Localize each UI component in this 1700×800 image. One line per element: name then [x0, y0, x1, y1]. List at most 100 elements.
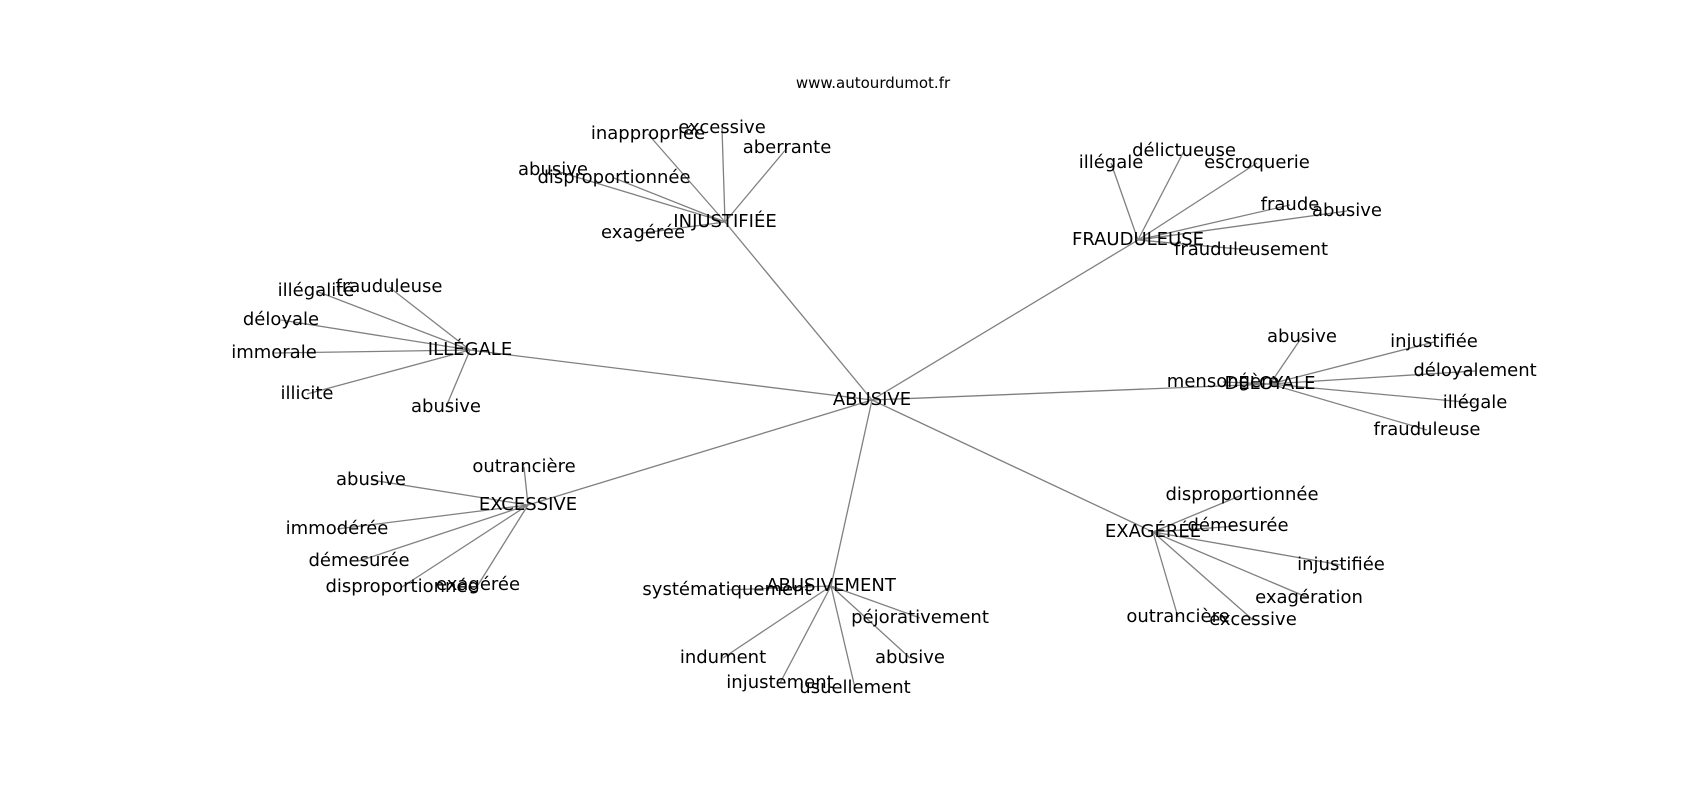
edge-frauduleuse-3 — [1137, 204, 1291, 241]
graph-labels: inappropriéeexcessiveaberranteabusivedis… — [231, 117, 1536, 698]
edge-illegale-1 — [388, 286, 471, 351]
edge-excessive-0 — [523, 466, 529, 506]
hub-word-exageree[interactable]: EXAGÉRÉE — [1105, 520, 1201, 542]
hub-word-deloyale[interactable]: DÉLOYALE — [1224, 372, 1315, 394]
leaf-word[interactable]: disproportionnée — [325, 576, 478, 597]
leaf-word[interactable]: péjorativement — [851, 607, 989, 628]
edge-center-illegale — [469, 349, 873, 401]
leaf-word[interactable]: immorale — [231, 342, 317, 363]
leaf-word[interactable]: indument — [680, 647, 766, 668]
edge-exageree-0 — [1152, 494, 1243, 533]
edge-illegale-2 — [280, 319, 471, 351]
leaf-word[interactable]: disproportionnée — [537, 167, 690, 188]
leaf-word[interactable]: mensongère — [1167, 371, 1279, 392]
edge-exageree-2 — [1152, 531, 1342, 566]
edge-injustifiee-3 — [552, 169, 726, 223]
edge-excessive-5 — [477, 504, 529, 586]
edge-frauduleuse-5 — [1137, 239, 1252, 251]
leaf-word[interactable]: frauduleusement — [1174, 239, 1328, 260]
edge-center-excessive — [527, 399, 873, 506]
edge-abusivement-1 — [830, 585, 921, 619]
leaf-word[interactable]: illégale — [1079, 152, 1144, 173]
edge-abusivement-5 — [830, 585, 856, 689]
leaf-word[interactable]: exagération — [1255, 587, 1363, 608]
edge-excessive-1 — [370, 479, 529, 506]
leaf-word[interactable]: disproportionnée — [1165, 484, 1318, 505]
leaf-word[interactable]: injustement — [726, 672, 833, 693]
edge-injustifiee-0 — [647, 133, 726, 223]
edge-illegale-4 — [306, 349, 471, 395]
hub-word-injustifiee[interactable]: INJUSTIFIÉE — [673, 210, 776, 232]
hub-word-excessive[interactable]: EXCESSIVE — [479, 494, 577, 515]
leaf-word[interactable]: illégalité — [278, 280, 355, 301]
hub-word-illegale[interactable]: ILLÉGALE — [428, 338, 512, 360]
leaf-word[interactable]: frauduleuse — [1374, 419, 1481, 440]
leaf-word[interactable]: inappropriée — [591, 123, 705, 144]
edge-deloyale-3 — [1269, 370, 1476, 385]
leaf-word[interactable]: systématiquement — [642, 579, 811, 600]
leaf-word[interactable]: outrancière — [1126, 606, 1229, 627]
leaf-word[interactable]: excessive — [1209, 609, 1297, 630]
edge-frauduleuse-2 — [1137, 162, 1258, 241]
edge-center-abusivement — [830, 399, 873, 587]
edge-excessive-3 — [358, 504, 529, 562]
edge-abusivement-0 — [726, 585, 832, 591]
edge-deloyale-5 — [1269, 383, 1428, 431]
edge-abusivement-3 — [830, 585, 911, 659]
leaf-word[interactable]: usuellement — [799, 677, 910, 698]
center-word[interactable]: ABUSIVE — [833, 389, 911, 410]
edge-center-exageree — [871, 399, 1154, 533]
leaf-word[interactable]: escroquerie — [1204, 152, 1310, 173]
edge-exageree-3 — [1152, 531, 1310, 599]
edge-excessive-4 — [401, 504, 529, 588]
edge-center-frauduleuse — [871, 239, 1139, 401]
hub-word-frauduleuse[interactable]: FRAUDULEUSE — [1072, 229, 1204, 250]
edge-deloyale-1 — [1269, 341, 1435, 385]
leaf-word[interactable]: déloyale — [243, 309, 319, 330]
leaf-word[interactable]: abusive — [518, 159, 588, 180]
edge-deloyale-2 — [1222, 381, 1271, 385]
leaf-word[interactable]: frauduleuse — [336, 276, 443, 297]
edge-injustifiee-1 — [721, 127, 726, 223]
leaf-word[interactable]: délictueuse — [1132, 140, 1236, 161]
edge-illegale-0 — [315, 290, 471, 351]
leaf-word[interactable]: démesurée — [308, 550, 409, 571]
leaf-word[interactable]: excessive — [678, 117, 766, 138]
edge-abusivement-4 — [779, 585, 832, 684]
edge-frauduleuse-0 — [1110, 162, 1139, 241]
edge-center-injustifiee — [724, 221, 873, 401]
leaf-word[interactable]: illicite — [280, 383, 333, 404]
edge-injustifiee-2 — [724, 147, 788, 223]
leaf-word[interactable]: démesurée — [1187, 515, 1288, 536]
leaf-word[interactable]: abusive — [336, 469, 406, 490]
leaf-word[interactable]: abusive — [875, 647, 945, 668]
edge-illegale-3 — [273, 349, 471, 354]
leaf-word[interactable]: immodérée — [286, 518, 389, 539]
leaf-word[interactable]: injustifiée — [1297, 554, 1385, 575]
graph-edges — [273, 127, 1476, 689]
edge-center-deloyale — [871, 383, 1271, 401]
leaf-word[interactable]: abusive — [1267, 326, 1337, 347]
leaf-word[interactable]: outrancière — [472, 456, 575, 477]
leaf-word[interactable]: aberrante — [743, 137, 832, 158]
edge-injustifiee-4 — [613, 177, 726, 223]
leaf-word[interactable]: abusive — [411, 396, 481, 417]
leaf-word[interactable]: déloyalement — [1413, 360, 1536, 381]
leaf-word[interactable]: injustifiée — [1390, 331, 1478, 352]
edge-injustifiee-5 — [642, 221, 726, 234]
edge-excessive-2 — [336, 504, 529, 530]
leaf-word[interactable]: abusive — [1312, 200, 1382, 221]
edge-deloyale-0 — [1269, 336, 1303, 385]
leaf-word[interactable]: exagérée — [436, 574, 520, 595]
leaf-word[interactable]: fraude — [1261, 194, 1320, 215]
hub-word-abusivement[interactable]: ABUSIVEMENT — [766, 575, 897, 596]
edge-illegale-5 — [445, 349, 471, 408]
edge-exageree-4 — [1152, 531, 1179, 618]
leaf-word[interactable]: exagérée — [601, 222, 685, 243]
edge-exageree-5 — [1152, 531, 1254, 621]
edge-frauduleuse-1 — [1137, 150, 1185, 241]
edge-deloyale-4 — [1269, 383, 1476, 404]
leaf-word[interactable]: illégale — [1443, 392, 1508, 413]
edge-abusivement-2 — [722, 585, 832, 659]
